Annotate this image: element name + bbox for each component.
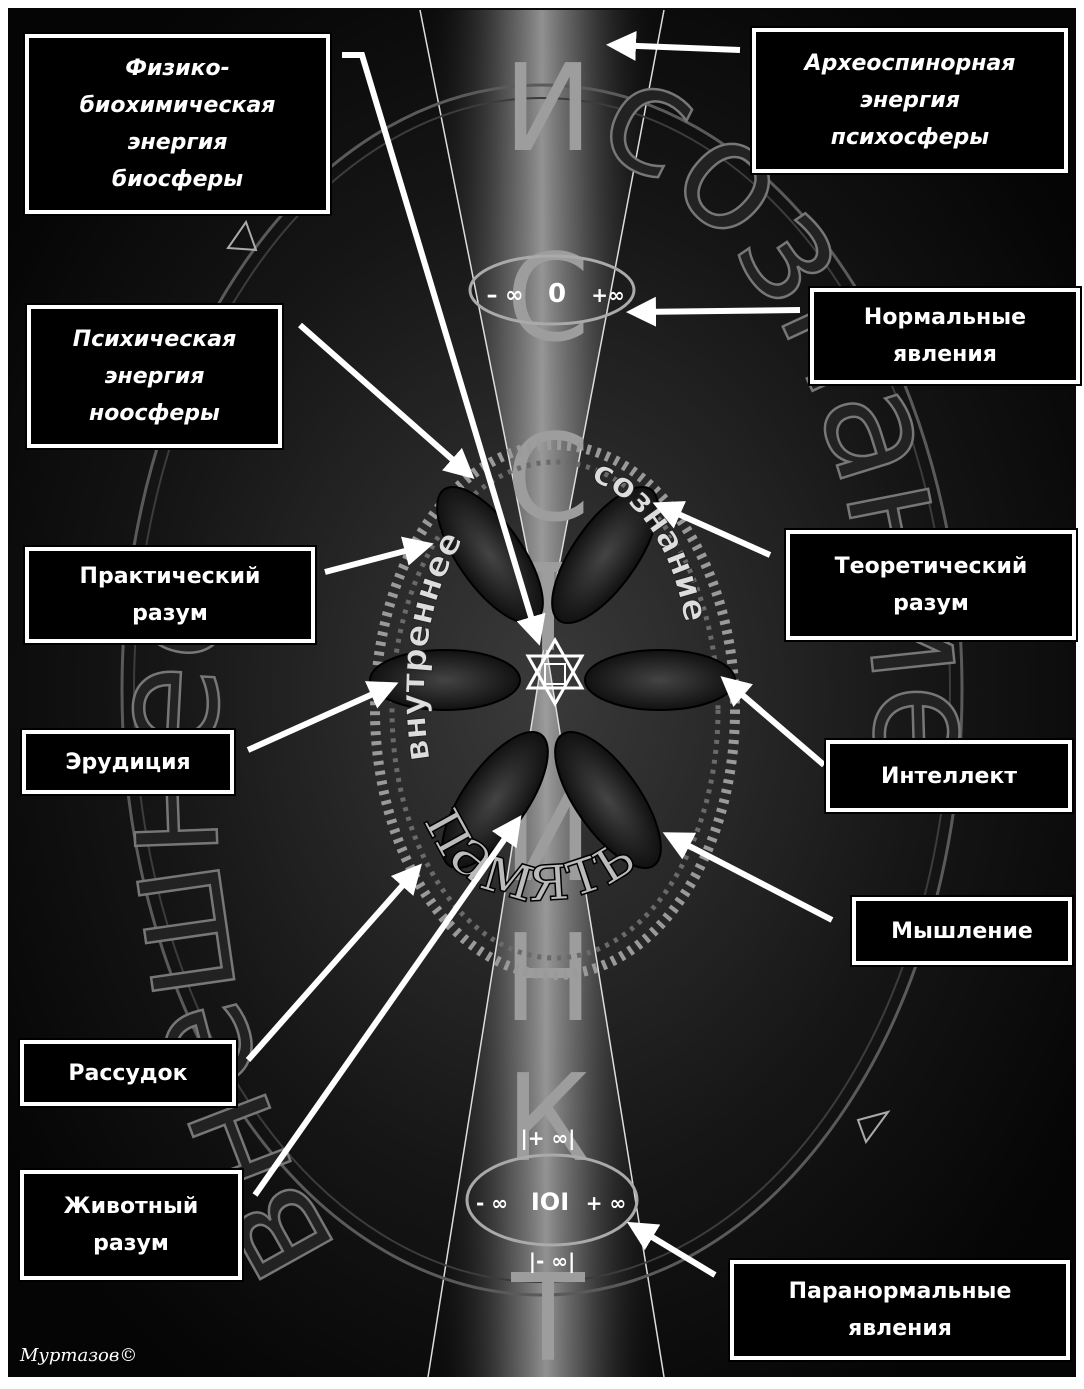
svg-text:Н: Н	[503, 910, 593, 1049]
label-psychic-energy: Психическая энергия ноосферы	[27, 305, 282, 448]
label-phys-bio-energy: Физико- биохимическая энергия биосферы	[25, 34, 330, 214]
top-zero: 0	[548, 279, 566, 309]
label-reason: Рассудок	[20, 1040, 236, 1106]
bottom-bottom-infinity: |- ∞|	[529, 1249, 576, 1273]
top-minus-infinity: – ∞	[487, 283, 524, 308]
label-practical-reason: Практический разум	[25, 547, 315, 643]
petal	[585, 650, 735, 710]
label-theoretical-reason: Теоретический разум	[786, 530, 1076, 640]
svg-text:К: К	[505, 1050, 590, 1189]
label-erudition: Эрудиция	[22, 730, 234, 794]
bottom-minus-infinity: - ∞	[476, 1191, 508, 1215]
label-normal-phenomena: Нормальные явления	[810, 288, 1080, 384]
label-paranormal-phenomena: Паранормальные явления	[730, 1260, 1070, 1360]
bottom-top-infinity: |+ ∞|	[521, 1126, 576, 1150]
bottom-plus-infinity: + ∞	[586, 1191, 626, 1215]
label-animal-reason: Животный разум	[20, 1170, 242, 1280]
author-signature: Муртазов©	[20, 1345, 137, 1366]
label-thinking: Мышление	[852, 897, 1072, 965]
petal	[370, 650, 520, 710]
label-intellect: Интеллект	[826, 740, 1072, 812]
svg-text:И: И	[503, 40, 593, 179]
top-plus-infinity: +∞	[591, 283, 624, 307]
svg-text:С: С	[506, 410, 590, 549]
arrow-normal	[632, 310, 800, 312]
label-archeospinor-energy: Археоспинорная энергия психосферы	[752, 28, 1068, 173]
bottom-ioi: IOI	[531, 1188, 569, 1216]
